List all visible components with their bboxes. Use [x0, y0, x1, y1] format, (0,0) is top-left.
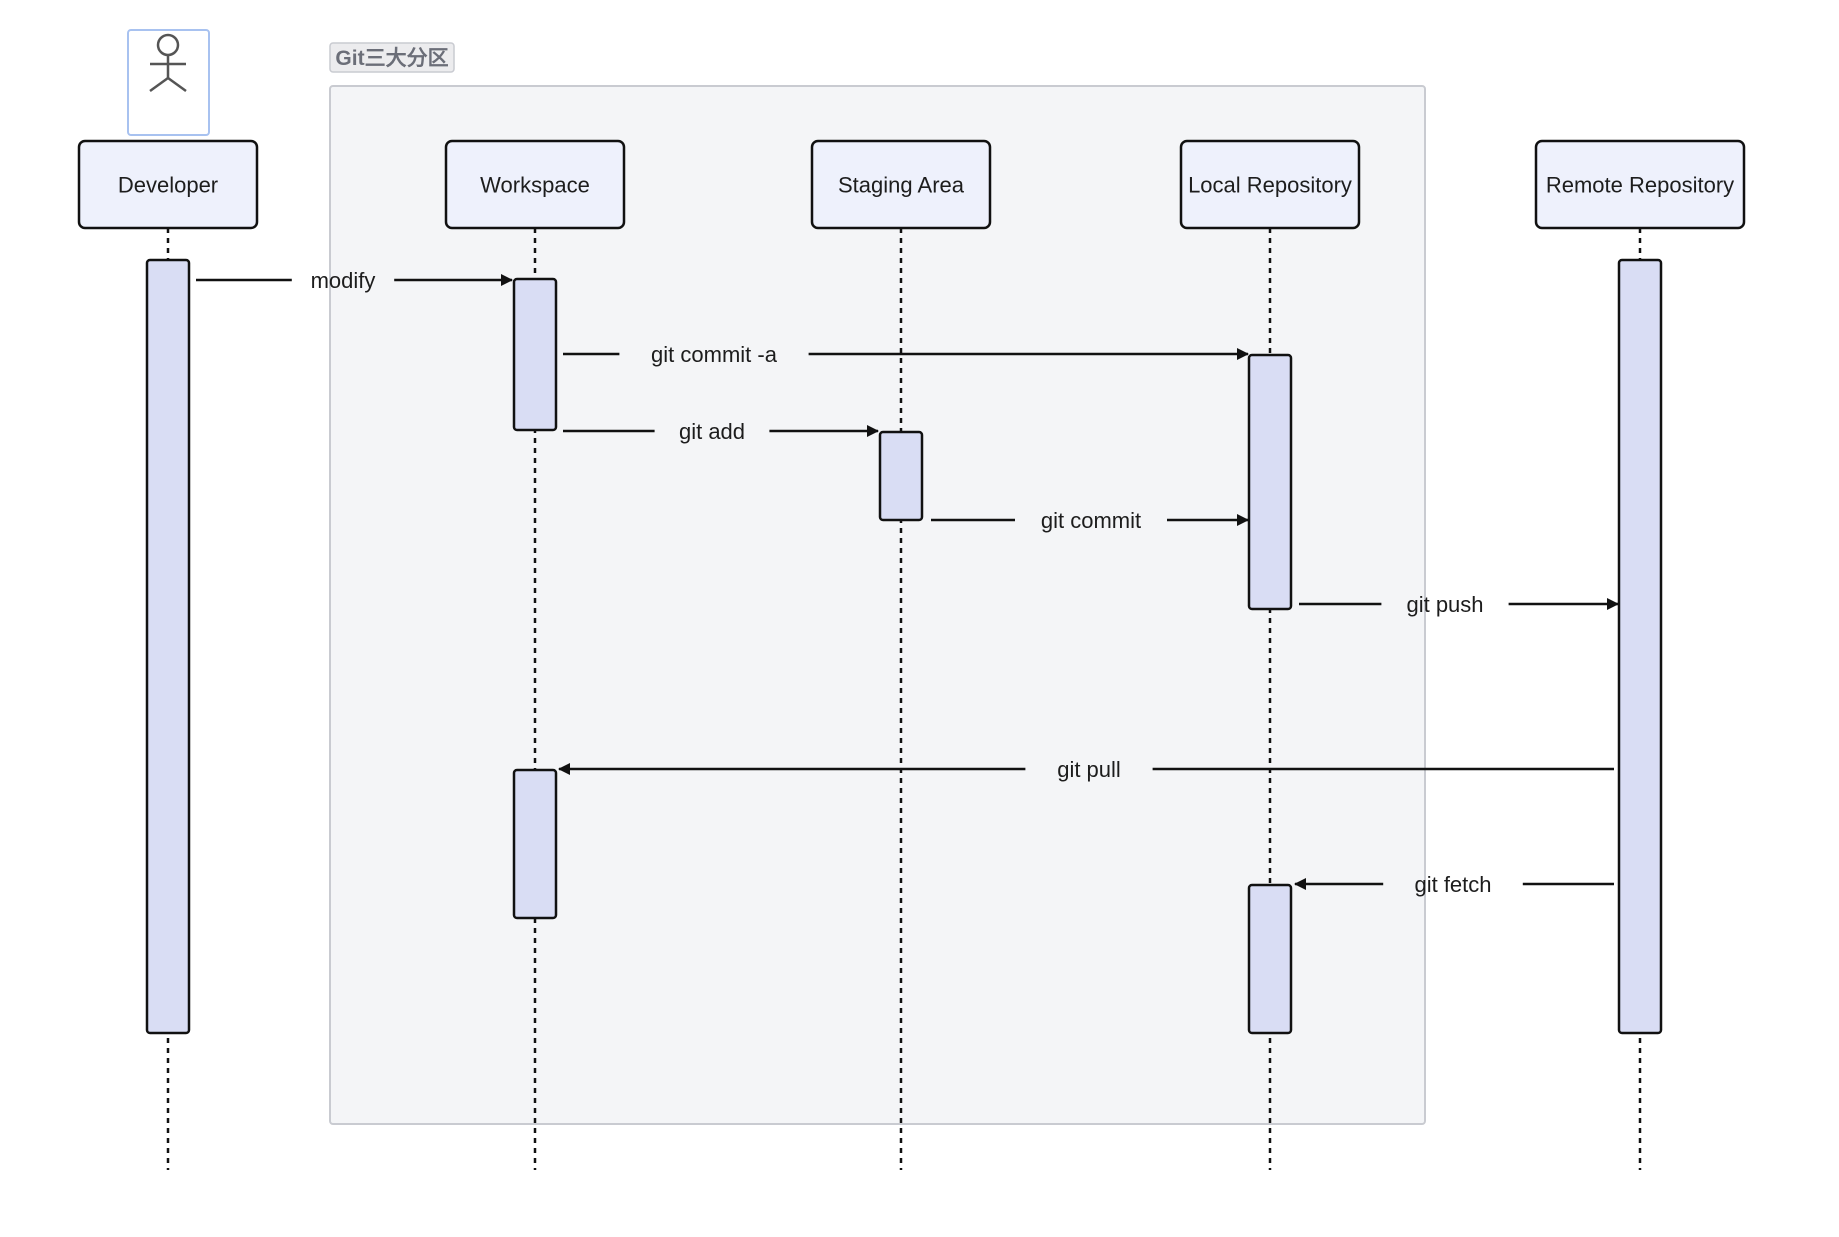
activation-bar [512, 277, 558, 432]
participant-box-stage[interactable] [810, 139, 992, 230]
participant-box-ws[interactable] [444, 139, 626, 230]
group-title: Git三大分区 [335, 47, 448, 70]
group-title-badge [329, 42, 455, 73]
participant-label-stage: Staging Area [838, 173, 965, 198]
activation-bar [878, 430, 924, 522]
participant-label-remote: Remote Repository [1546, 173, 1734, 198]
participant-box-remote[interactable] [1534, 139, 1746, 230]
activation-bar [145, 258, 191, 1035]
message-label: git add [679, 419, 745, 444]
stick-figure-icon [149, 33, 187, 93]
activation-bar [1617, 258, 1663, 1035]
participant-box-dev[interactable] [77, 139, 259, 230]
activation-bar [1247, 353, 1293, 611]
message-label: git commit [1041, 508, 1141, 533]
message-label: modify [311, 268, 376, 293]
actor-frame [127, 29, 210, 136]
message-label: git fetch [1414, 872, 1491, 897]
message-label: git push [1406, 592, 1483, 617]
activation-bar [512, 768, 558, 920]
participant-label-local: Local Repository [1188, 173, 1352, 198]
message-label: git commit -a [651, 342, 778, 367]
participant-box-local[interactable] [1179, 139, 1361, 230]
activation-bar [1247, 883, 1293, 1035]
message-label: git pull [1057, 757, 1121, 782]
participant-label-ws: Workspace [480, 173, 590, 198]
git-partition-group-box [329, 85, 1426, 1125]
participant-label-dev: Developer [118, 173, 218, 198]
